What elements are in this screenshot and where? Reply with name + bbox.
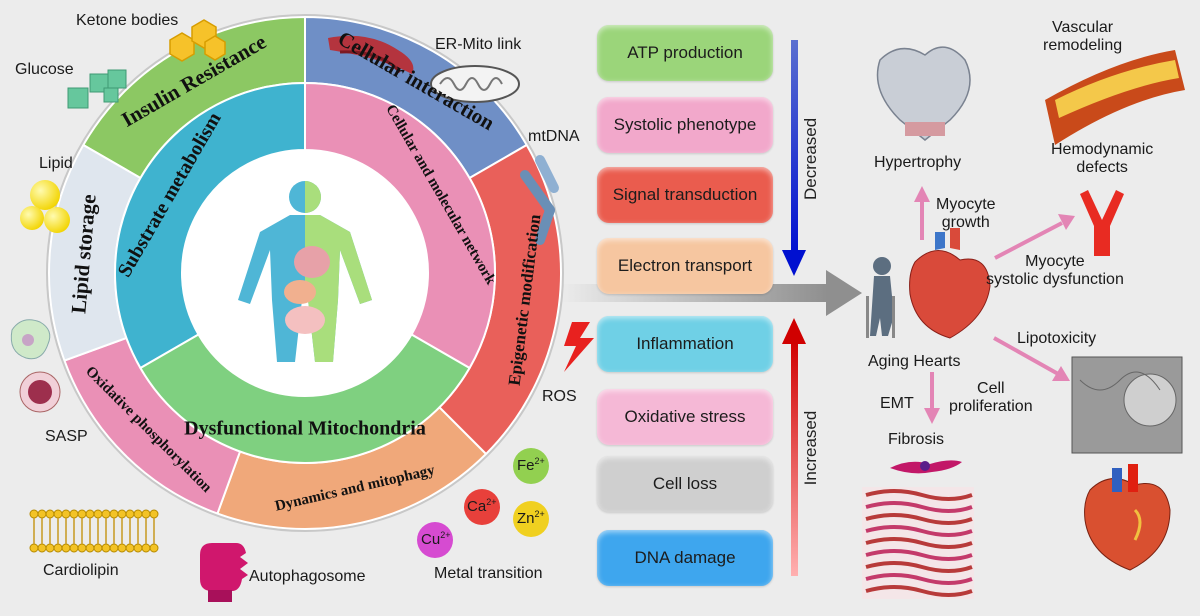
fibrotic-heart-icon: [1084, 464, 1171, 571]
inner-ring: [114, 81, 496, 464]
autophagosome-label: Autophagosome: [249, 568, 366, 585]
lipid-icon: [20, 180, 70, 233]
ring-outline: [46, 14, 564, 532]
ca-ion-icon: [464, 489, 500, 525]
dna-damage-box: DNA damage: [597, 530, 773, 586]
aging-person-icon: [866, 257, 895, 338]
er-membrane-icon: [328, 35, 414, 74]
human-body-icon: [238, 181, 372, 362]
fe-ion-label: Fe2+: [517, 456, 545, 474]
autophagosome-icon: [200, 543, 248, 602]
zn-ion-icon: [513, 501, 549, 537]
mtdna-chromosome-icon: [520, 155, 559, 245]
senescent-cell-icon: [10, 319, 61, 413]
mtdna-label: mtDNA: [528, 128, 580, 145]
fibrosis-tissue-icon: [862, 487, 974, 599]
er-mito-link-label: ER-Mito link: [435, 36, 522, 53]
fibroblast-cell-icon: [890, 460, 962, 474]
emt-label: EMT: [880, 395, 914, 412]
zn-ion-label: Zn2+: [517, 509, 545, 527]
fe-ion-icon: [513, 448, 549, 484]
fibrosis-label: Fibrosis: [888, 431, 945, 448]
ketone-bodies-icon: [169, 19, 226, 62]
atp-production-box: ATP production: [597, 25, 773, 81]
vascular-remodeling-icon: [1045, 50, 1185, 145]
lipid-label: Lipid: [39, 155, 73, 172]
metal-transition-label: Metal transition: [434, 565, 543, 582]
dysfunctional-mitochondria-label: Dysfunctional Mitochondria: [184, 417, 426, 440]
cu-ion-label: Cu2+: [421, 530, 451, 548]
ros-lightning-icon: [564, 322, 594, 372]
increased-arrow: [782, 318, 806, 576]
outcome-arrows: [914, 186, 1075, 424]
signal-transduction-box: Signal transduction: [597, 167, 773, 223]
oxidative-stress-box: Oxidative stress: [597, 389, 773, 445]
metal-ions: [417, 448, 549, 558]
hypertrophy-heart-icon: [876, 46, 971, 141]
decreased-arrow: [782, 40, 806, 276]
electron-transport-box: Electron transport: [597, 238, 773, 294]
lipotoxicity-micrograph: [1071, 356, 1183, 454]
ketone-bodies-label: Ketone bodies: [76, 12, 179, 29]
ca-ion-label: Ca2+: [467, 497, 497, 515]
lipotoxicity-label: Lipotoxicity: [1017, 330, 1097, 347]
cell-loss-box: Cell loss: [597, 456, 773, 512]
mitochondrion-icon: [430, 65, 520, 103]
cu-ion-icon: [417, 522, 453, 558]
ros-label: ROS: [542, 388, 577, 405]
glucose-label: Glucose: [15, 61, 74, 78]
cardiolipin-label: Cardiolipin: [43, 562, 119, 579]
systolic-phenotype-box: Systolic phenotype: [597, 97, 773, 153]
cardiolipin-membrane-icon: [29, 509, 159, 553]
decreased-label: Decreased: [801, 117, 820, 200]
glucose-icon: [67, 69, 127, 109]
aging-hearts-label: Aging Hearts: [868, 353, 961, 370]
sasp-label: SASP: [45, 428, 88, 445]
inflammation-box: Inflammation: [597, 316, 773, 372]
aging-heart-icon: [909, 228, 991, 339]
increased-label: Increased: [801, 410, 820, 486]
hypertrophy-label: Hypertrophy: [874, 154, 962, 171]
blood-vessel-icon: [1080, 190, 1124, 256]
